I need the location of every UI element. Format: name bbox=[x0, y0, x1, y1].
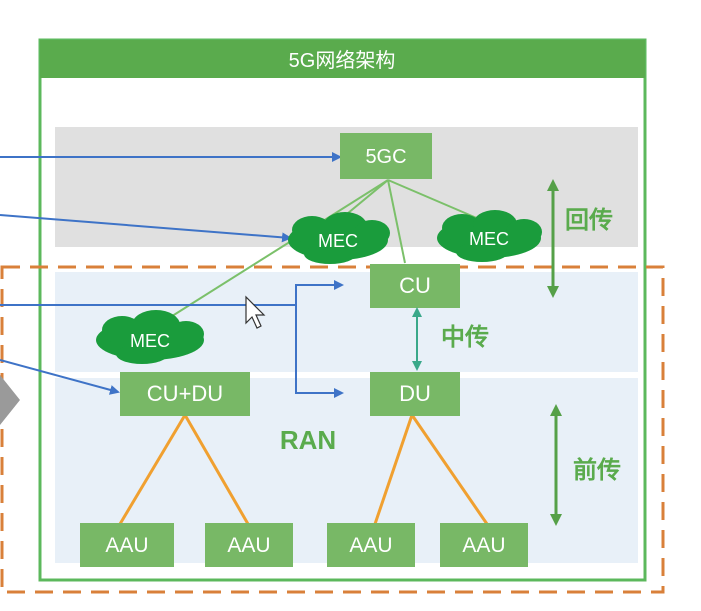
mec-mid-label: MEC bbox=[318, 231, 358, 251]
arrow-to-mec-mid bbox=[0, 214, 292, 243]
backhaul-label: 回传 bbox=[565, 207, 613, 234]
mec-cloud-right: MEC bbox=[437, 210, 542, 262]
node-cudu-label: CU+DU bbox=[147, 381, 223, 406]
node-cudu: CU+DU bbox=[120, 372, 250, 416]
link-cudu-aau1 bbox=[118, 414, 187, 525]
node-aau-1-label: AAU bbox=[105, 534, 148, 557]
diagram-title: 5G网络架构 bbox=[289, 49, 396, 72]
ran-boundary bbox=[0, 265, 665, 594]
node-du: DU bbox=[370, 372, 460, 416]
node-aau-4: AAU bbox=[440, 523, 528, 567]
node-cu-label: CU bbox=[399, 273, 431, 298]
fronthaul-label: 前传 bbox=[573, 456, 621, 484]
mec-right-label: MEC bbox=[469, 229, 509, 249]
node-aau-3-label: AAU bbox=[349, 534, 392, 557]
node-aau-3: AAU bbox=[327, 523, 415, 567]
node-du-label: DU bbox=[399, 381, 431, 406]
link-du-aau4 bbox=[410, 414, 489, 525]
link-5gc-cu bbox=[387, 179, 406, 264]
side-arrow-icon bbox=[0, 375, 20, 425]
ran-label: RAN bbox=[280, 425, 336, 455]
arrow-to-cudu bbox=[0, 359, 120, 395]
title-bar bbox=[40, 40, 645, 78]
link-cudu-aau2 bbox=[183, 414, 250, 525]
mec-cloud-left: MEC bbox=[96, 310, 204, 364]
mec-left-label: MEC bbox=[130, 331, 170, 351]
node-aau-4-label: AAU bbox=[462, 534, 505, 557]
node-aau-1: AAU bbox=[80, 523, 174, 567]
mouse-cursor-icon bbox=[245, 295, 266, 329]
midhaul-label: 中传 bbox=[441, 324, 489, 351]
node-aau-2: AAU bbox=[205, 523, 293, 567]
link-5gc-mec-right bbox=[387, 179, 487, 223]
link-du-aau3 bbox=[373, 414, 414, 525]
arrow-to-du bbox=[295, 305, 344, 398]
mec-cloud-mid: MEC bbox=[288, 212, 390, 264]
node-5gc-label: 5GC bbox=[365, 146, 406, 168]
node-cu: CU bbox=[370, 264, 460, 308]
arrow-to-cu bbox=[0, 280, 344, 306]
node-5gc: 5GC bbox=[340, 133, 432, 179]
node-aau-2-label: AAU bbox=[227, 534, 270, 557]
